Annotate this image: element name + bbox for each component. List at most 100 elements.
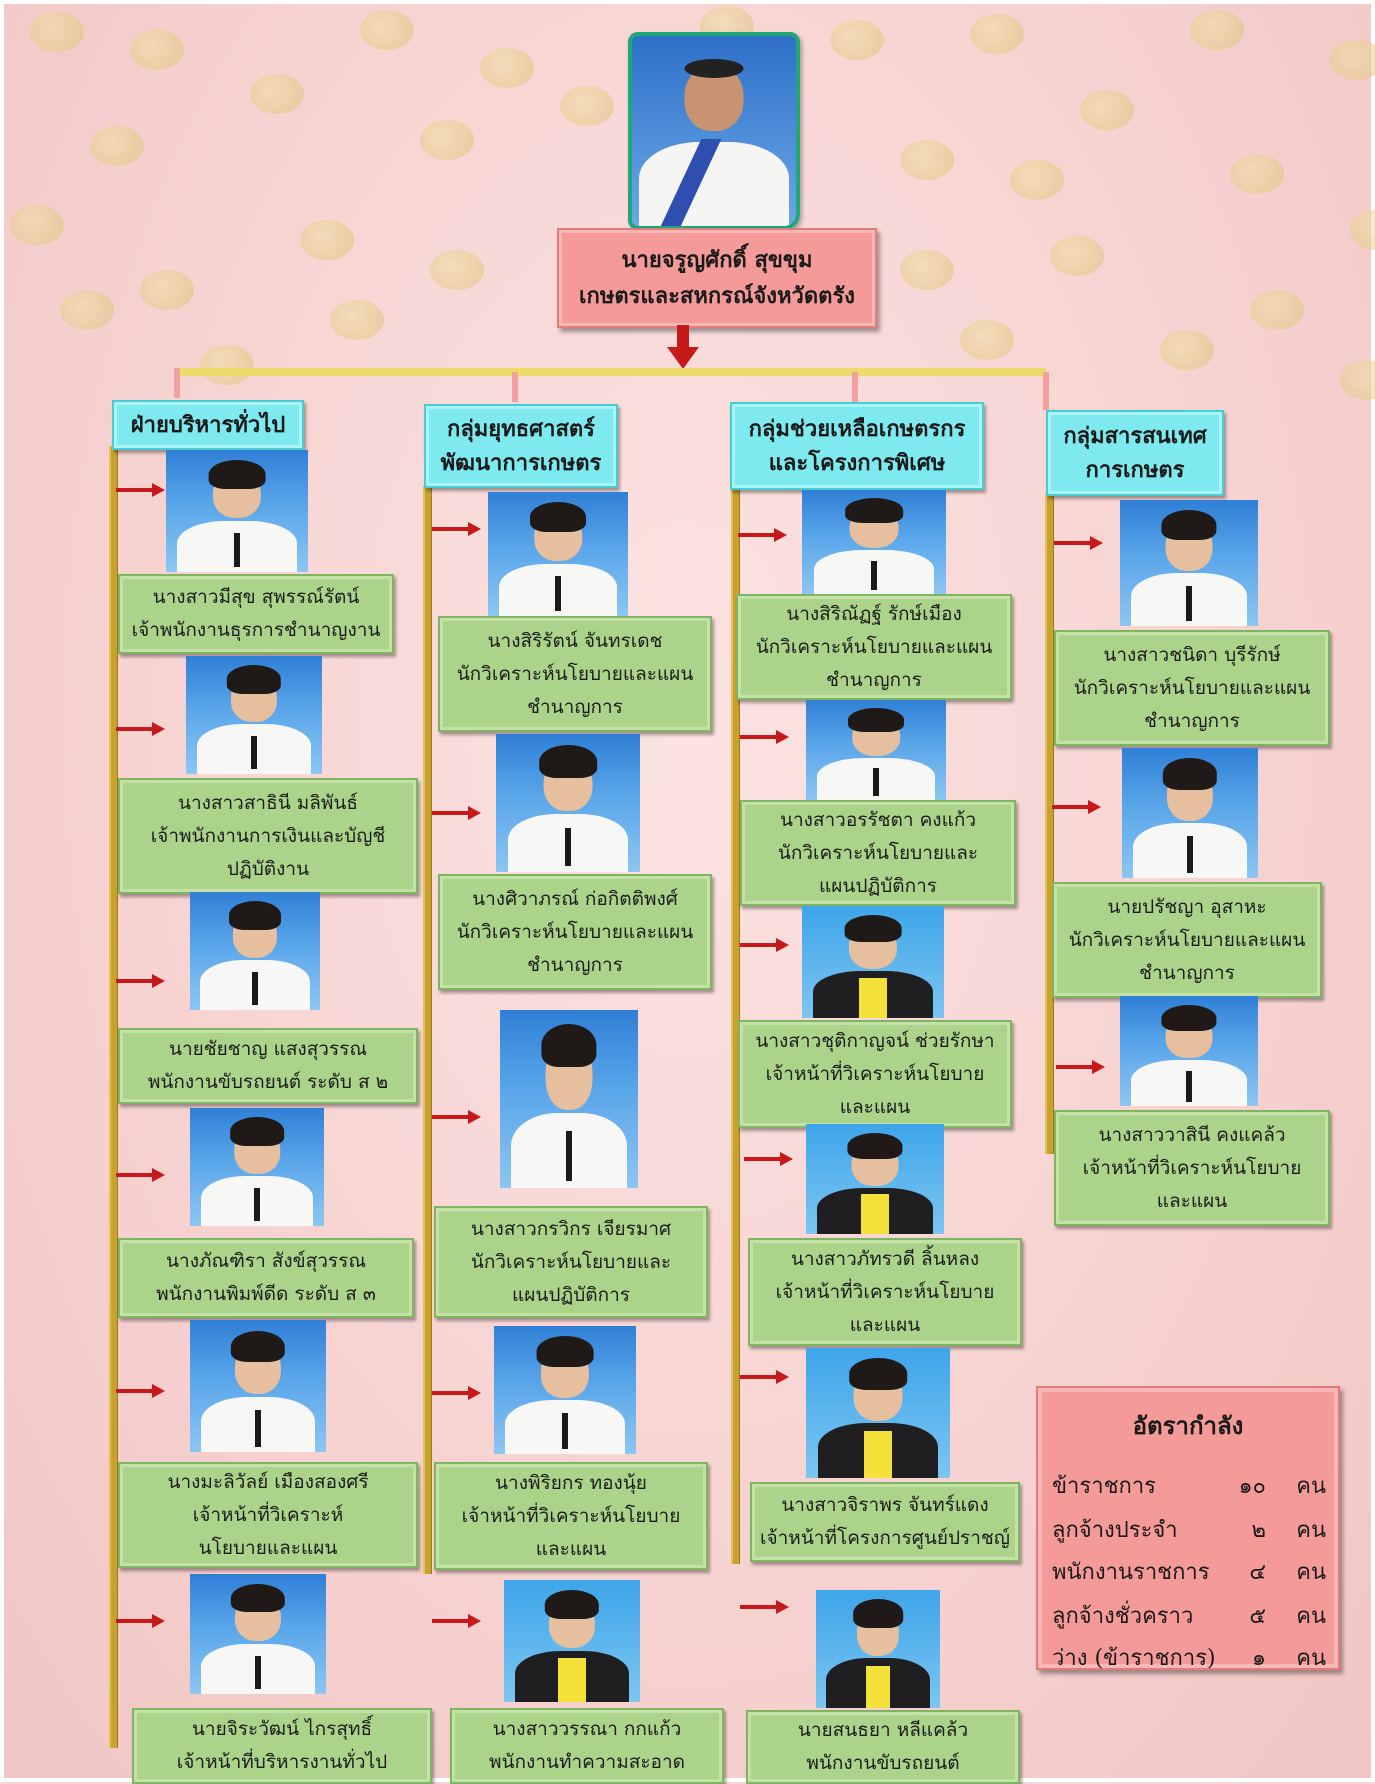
connector-stub	[512, 372, 518, 402]
member-position-line: เจ้าหน้าที่โครงการศูนย์ปราชญ์	[760, 1527, 1010, 1549]
member-position-line: นักวิเคราะห์นโยบายและแผน	[456, 920, 694, 943]
member-photo	[504, 1580, 640, 1702]
member-position-line: เจ้าหน้าที่วิเคราะห์นโยบาย	[461, 1504, 681, 1527]
member-position-line: ชำนาญการ	[527, 953, 623, 976]
summary-row-label: ข้าราชการ	[1052, 1474, 1156, 1499]
right-arrow-icon	[432, 1614, 482, 1628]
member-position-line: นักวิเคราะห์นโยบายและแผน	[755, 635, 993, 658]
decorative-dot	[140, 270, 194, 310]
right-arrow-icon	[432, 1386, 482, 1400]
right-arrow-icon	[116, 1614, 166, 1628]
member-position-line: นักวิเคราะห์นโยบายและ	[470, 1250, 672, 1273]
decorative-dot	[200, 345, 254, 385]
member-photo	[166, 450, 308, 572]
decorative-dot	[360, 10, 414, 50]
summary-row-label: ว่าง (ข้าราชการ)	[1052, 1646, 1216, 1671]
decorative-dot	[1010, 160, 1064, 200]
member-position-line: ชำนาญการ	[826, 668, 922, 691]
member-position-line: เจ้าพนักงานการเงินและบัญชี	[150, 824, 386, 847]
decorative-dot	[60, 290, 114, 330]
member-photo	[496, 734, 640, 872]
member-photo	[802, 906, 944, 1018]
decorative-dot	[430, 250, 484, 290]
member-position-line: พนักงานพิมพ์ดีด ระดับ ส ๓	[156, 1283, 376, 1305]
member-name: นายชัยชาญ แสงสุวรรณ	[168, 1038, 368, 1060]
member-name: นางศิวาภรณ์ ก่อกิตติพงศ์	[472, 887, 678, 910]
member-position-line: นโยบายและแผน	[198, 1536, 338, 1559]
member-name: นางภัณฑิรา สังข์สุวรรณ	[166, 1250, 366, 1272]
member-name: นางสาวชุติกาญจน์ ช่วยรักษา	[755, 1029, 995, 1052]
decorative-dot	[1080, 90, 1134, 130]
decorative-dot	[30, 12, 84, 52]
division-heading-line: กลุ่มสารสนเทศ	[1063, 423, 1207, 449]
summary-row: ลูกจ้างชั่วคราว๕คน	[1052, 1598, 1326, 1638]
decorative-dot	[130, 30, 184, 70]
right-arrow-icon	[432, 1110, 482, 1124]
member-photo	[816, 1590, 940, 1708]
summary-row: ข้าราชการ ๑๐ คน	[1052, 1468, 1326, 1508]
down-arrow-icon	[667, 325, 699, 369]
member-photo	[186, 656, 322, 774]
right-arrow-icon	[738, 528, 788, 542]
summary-row-unit: คน	[1296, 1474, 1326, 1499]
decorative-dot	[830, 20, 884, 60]
director-box: นายจรูญศักดิ์ สุขขุม เกษตรและสหกรณ์จังหว…	[557, 228, 877, 328]
member-name: นายปรัชญา อุสาหะ	[1107, 895, 1267, 918]
member-card: นางสาวจิราพร จันทร์แดงเจ้าหน้าที่โครงการ…	[750, 1482, 1020, 1562]
member-card: นางสาวชุติกาญจน์ ช่วยรักษาเจ้าหน้าที่วิเ…	[738, 1020, 1012, 1128]
connector-stub	[174, 368, 180, 398]
right-arrow-icon	[744, 1152, 794, 1166]
member-name: นางสาวกรวิกร เจียรมาศ	[470, 1217, 672, 1240]
member-position-line: นักวิเคราะห์นโยบายและแผน	[1068, 928, 1306, 951]
member-name: นางสาววาสินี คงแคล้ว	[1098, 1123, 1286, 1146]
director-photo	[628, 32, 800, 230]
decorative-dot	[960, 320, 1014, 360]
member-name: นางสาวอรรัชตา คงแก้ว	[779, 808, 977, 831]
member-position-line: เจ้าหน้าที่บริหารงานทั่วไป	[176, 1751, 388, 1773]
member-position-line: นักวิเคราะห์นโยบายและ	[777, 841, 979, 864]
division-heading-line: การเกษตร	[1085, 457, 1185, 483]
staff-summary-box: อัตรากำลัง ข้าราชการ๑๐คนลูกจ้างประจำ๒คนพ…	[1036, 1386, 1340, 1671]
director-title: เกษตรและสหกรณ์จังหวัดตรัง	[578, 283, 856, 309]
member-photo	[1120, 996, 1258, 1106]
member-position-line: เจ้าหน้าที่วิเคราะห์นโยบาย	[775, 1280, 995, 1303]
summary-row: พนักงานราชการ๔คน	[1052, 1554, 1326, 1594]
member-card: นายชัยชาญ แสงสุวรรณพนักงานขับรถยนต์ ระดั…	[118, 1028, 418, 1104]
summary-row-unit: คน	[1296, 1604, 1326, 1629]
right-arrow-icon	[116, 1168, 166, 1182]
decorative-dot	[250, 74, 304, 114]
director-name: นายจรูญศักดิ์ สุขขุม	[621, 247, 813, 273]
right-arrow-icon	[1052, 800, 1102, 814]
member-position-line: ปฏิบัติงาน	[226, 857, 310, 880]
division-heading-line: กลุ่มยุทธศาสตร์	[447, 416, 595, 442]
summary-row-unit: คน	[1296, 1560, 1326, 1585]
decorative-dot	[90, 126, 144, 166]
member-photo	[190, 1108, 324, 1226]
decorative-dot	[330, 300, 384, 340]
member-name: นางสาวจิราพร จันทร์แดง	[781, 1494, 989, 1516]
member-position-line: และแผน	[1156, 1189, 1228, 1212]
decorative-dot	[1050, 236, 1104, 276]
member-position-line: ชำนาญการ	[527, 695, 623, 718]
summary-row-count: ๑๐	[1238, 1474, 1266, 1499]
member-card: นางสาววาสินี คงแคล้วเจ้าหน้าที่วิเคราะห์…	[1054, 1110, 1330, 1226]
member-name: นางสาวชนิดา บุรีรักษ์	[1103, 643, 1281, 666]
member-card: นางสิริรัตน์ จันทรเดชนักวิเคราะห์นโยบายแ…	[438, 616, 712, 732]
member-name: นางสิริรัตน์ จันทรเดช	[487, 629, 663, 652]
summary-row: ว่าง (ข้าราชการ)๑คน	[1052, 1640, 1326, 1680]
summary-row-count: ๔	[1249, 1560, 1266, 1585]
decorative-dot	[900, 250, 954, 290]
member-card: นางสาวชนิดา บุรีรักษ์นักวิเคราะห์นโยบายแ…	[1054, 630, 1330, 746]
decorative-dot	[560, 86, 614, 126]
member-card: นางสาวมีสุข สุพรรณ์รัตน์เจ้าพนักงานธุรกา…	[118, 574, 394, 654]
member-card: นางสาวภัทรวดี ลิ้นหลงเจ้าหน้าที่วิเคราะห…	[748, 1238, 1022, 1346]
summary-row-count: ๑	[1252, 1646, 1266, 1671]
member-position-line: ชำนาญการ	[1144, 709, 1240, 732]
member-position-line: แผนปฏิบัติการ	[819, 874, 937, 897]
member-name: นางสาววรรณา กกแก้ว	[492, 1718, 682, 1740]
right-arrow-icon	[432, 806, 482, 820]
right-arrow-icon	[740, 938, 790, 952]
division-heading-line: กลุ่มช่วยเหลือเกษตรกร	[748, 416, 966, 442]
right-arrow-icon	[116, 974, 166, 988]
member-position-line: และแผน	[839, 1095, 911, 1118]
